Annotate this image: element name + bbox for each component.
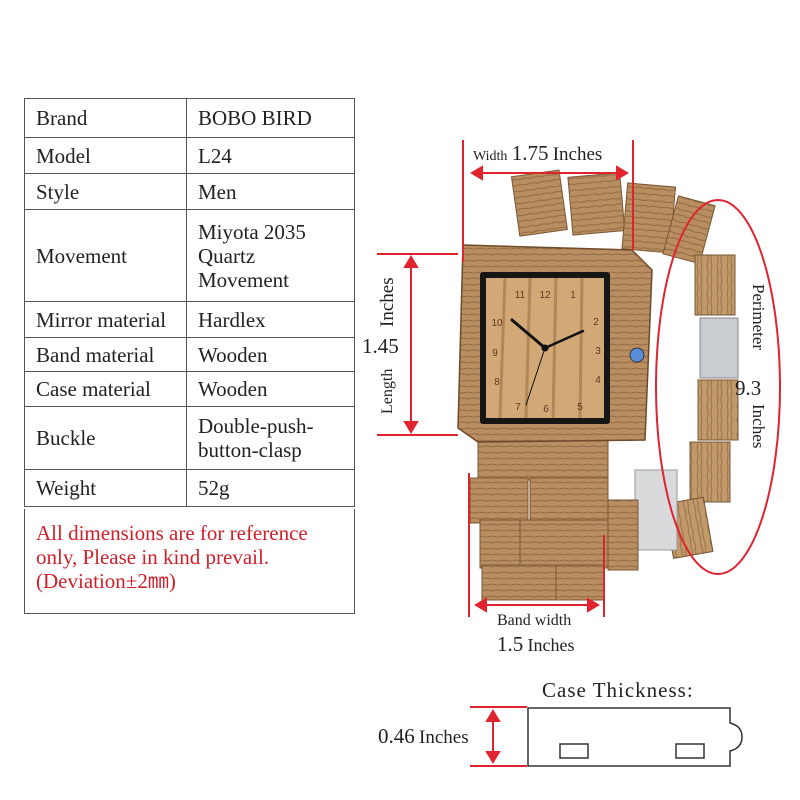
case-thickness-title: Case Thickness: [542, 678, 694, 702]
dial-number-10: 10 [491, 318, 503, 329]
band-width-unit: Inches [527, 635, 575, 655]
dial-number-11: 11 [515, 290, 526, 301]
dial-number-4: 4 [595, 375, 601, 386]
perimeter-ellipse [655, 199, 781, 575]
thickness-unit: Inches [419, 727, 469, 748]
right-band [634, 254, 739, 559]
spec-value: Men [186, 173, 355, 210]
length-unit: Inches [377, 277, 398, 327]
dial-number-12: 12 [539, 290, 551, 301]
note-line: only, Please in kind prevail. [36, 545, 270, 569]
spec-value-line: Miyota 2035 [198, 219, 306, 244]
width-label: Width [473, 149, 508, 164]
band-width-measure: 1.5 Inches [497, 632, 574, 657]
width-unit: Inches [552, 144, 603, 165]
spec-table: Brand BOBO BIRD Model L24 Style Men Move… [24, 98, 355, 507]
note-line: (Deviation±2㎜) [36, 569, 176, 593]
lower-band [469, 439, 639, 601]
band-width-value: 1.5 [497, 632, 524, 656]
dial-number-1: 1 [570, 290, 576, 301]
dial-number-7: 7 [515, 402, 521, 413]
upper-band [510, 169, 716, 265]
length-label: Length [379, 368, 396, 414]
width-dimension-label: Width 1.75 Inches [473, 141, 602, 166]
spec-key: Brand [24, 98, 187, 138]
spec-key: Band material [24, 337, 187, 372]
thickness-measure: 0.46 Inches [378, 724, 469, 749]
thickness-value: 0.46 [378, 724, 415, 748]
watch-hands [510, 318, 585, 406]
spec-value: Hardlex [186, 301, 355, 338]
spec-value: 52g [186, 469, 355, 507]
spec-value: Miyota 2035 Quartz Movement [186, 209, 355, 302]
perimeter-value: 9.3 [735, 376, 762, 400]
spec-value-line: Double-push- [198, 414, 314, 438]
perimeter-label: Perimeter [749, 284, 768, 351]
length-value: 1.45 [362, 334, 399, 358]
dial-number-8: 8 [494, 377, 500, 388]
spec-row-movement: Movement Miyota 2035 Quartz Movement [24, 209, 355, 302]
dimension-lines [377, 140, 634, 767]
spec-value: Wooden [186, 371, 355, 407]
spec-value: BOBO BIRD [186, 98, 355, 138]
band-width-label: Band width [497, 612, 572, 629]
spec-key: Mirror material [24, 301, 187, 338]
note-line: All dimensions are for reference [36, 521, 308, 545]
spec-key: Weight [24, 469, 187, 507]
spec-value: Double-push- button-clasp [186, 406, 355, 470]
reference-note: All dimensions are for reference only, P… [24, 509, 355, 614]
spec-row-brand: Brand BOBO BIRD [24, 98, 355, 138]
spec-value-line: button-clasp [198, 438, 302, 462]
width-value: 1.75 [511, 141, 549, 165]
case-side-view [527, 707, 743, 767]
spec-value-line: Movement [198, 267, 289, 292]
spec-row-buckle: Buckle Double-push- button-clasp [24, 406, 355, 470]
spec-value-line: Quartz [198, 243, 256, 268]
perimeter-unit: Inches [749, 404, 768, 449]
dial-number-2: 2 [593, 317, 599, 328]
dial-numbers: 12 1 2 3 4 5 6 7 8 9 10 11 [491, 290, 601, 415]
dial-number-3: 3 [595, 346, 601, 357]
spec-key: Model [24, 137, 187, 174]
spec-row-mirror: Mirror material Hardlex [24, 301, 355, 338]
dial-number-9: 9 [492, 348, 498, 359]
dial-number-6: 6 [543, 404, 549, 415]
dial-number-5: 5 [577, 402, 583, 413]
spec-row-weight: Weight 52g [24, 469, 355, 507]
